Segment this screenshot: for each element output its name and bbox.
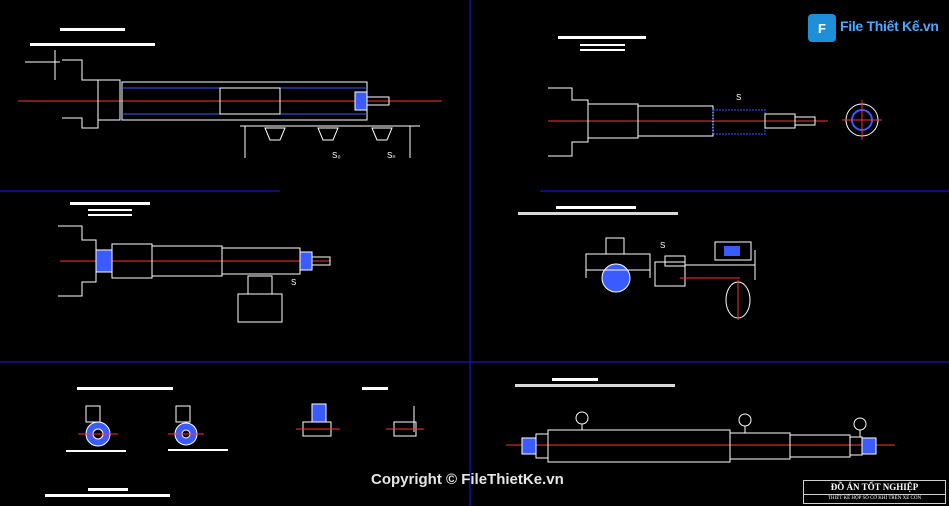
hatched-support (712, 109, 766, 135)
panel-turning-with-tailstock: S (548, 36, 882, 157)
shaft-body (547, 429, 731, 463)
panel-heading-bar (77, 387, 173, 390)
panel-gear-details (45, 387, 424, 497)
logo-text: File Thiết Kế.vn (840, 18, 939, 34)
panel-heading-bar (515, 384, 675, 387)
panel-heading-bar (30, 43, 155, 46)
feed-label-s: S (291, 278, 296, 287)
panel-turning-long-bore: S₀ Sₙ (18, 28, 442, 160)
gear-detail-2 (168, 405, 228, 451)
feed-label-s: S (736, 93, 741, 102)
filethietke-logo[interactable]: F File Thiết Kế.vn (808, 14, 939, 44)
drawing-title-block: ĐỒ ÁN TỐT NGHIỆP THIẾT KẾ HỘP SỐ CƠ KHÍ … (803, 480, 946, 504)
boring-bar (366, 96, 390, 106)
panel-grinding-setup: S (518, 206, 756, 320)
lathe-chuck (548, 87, 589, 157)
filethietke-logo-icon: F (808, 14, 836, 42)
panel-turning-with-steady-rest: S (58, 202, 331, 323)
title-block-title: ĐỒ ÁN TỐT NGHIỆP (830, 482, 919, 492)
dial-indicators (575, 411, 867, 437)
feed-label-s0: S₀ (332, 151, 341, 160)
lathe-chuck (62, 59, 99, 129)
panel-heading-bar (518, 212, 678, 215)
panel-shaft-inspection (506, 378, 895, 463)
fixture-detail-1 (296, 403, 340, 437)
fixture-detail-2 (386, 406, 424, 437)
gear-detail-1 (66, 405, 126, 452)
feed-label-sn: Sₙ (387, 151, 396, 160)
steady-rest (247, 275, 273, 295)
feed-label-s: S (660, 241, 665, 250)
panel-heading-bar (558, 36, 646, 39)
grinding-wheel (601, 263, 631, 293)
copyright-watermark: Copyright © FileThietKe.vn (371, 471, 564, 488)
title-block-subtitle: THIẾT KẾ HỘP SỐ CƠ KHÍ TRÊN XE CON (804, 494, 945, 501)
panel-heading-bar (70, 202, 150, 205)
